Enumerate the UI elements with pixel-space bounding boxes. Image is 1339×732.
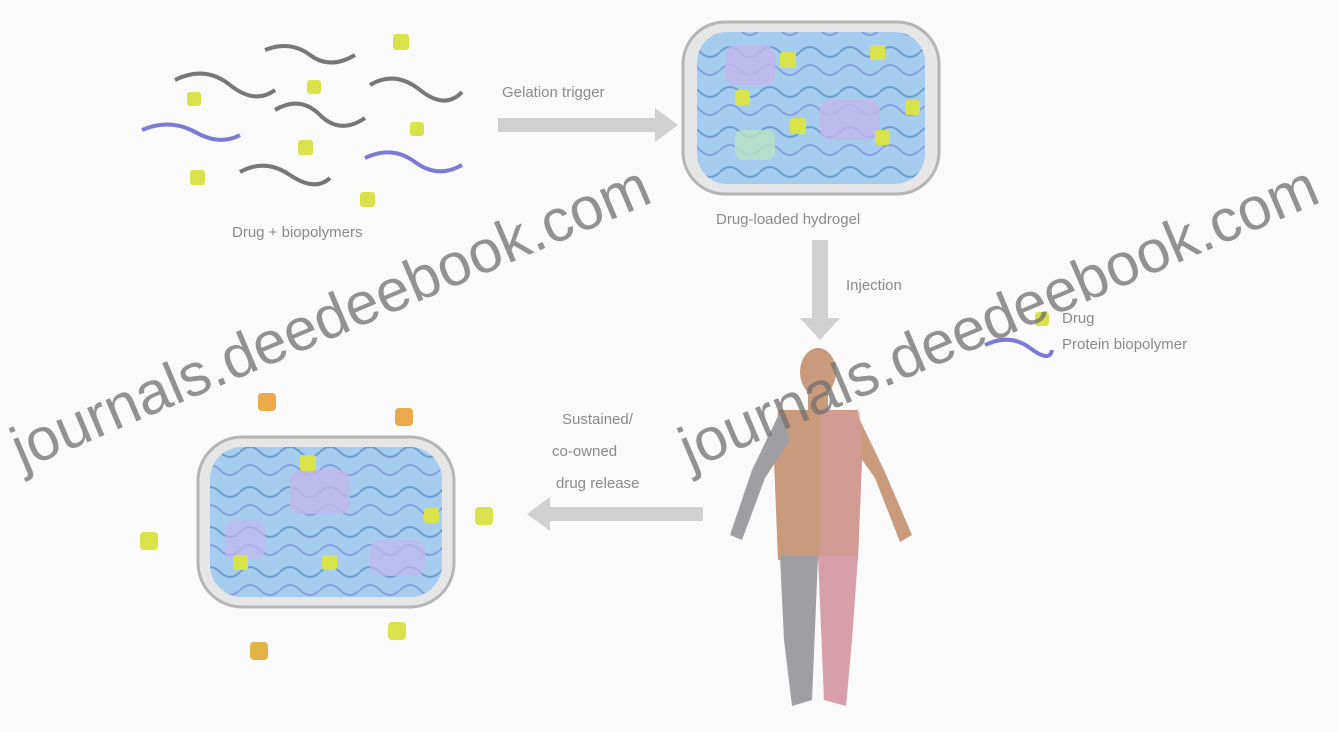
watermark-right: journals.deedeebook.com <box>667 152 1328 483</box>
released-drug-molecule <box>250 642 268 660</box>
watermark-left: journals.deedeebook.com <box>0 152 660 483</box>
drug-molecule <box>870 45 885 60</box>
drug-molecule <box>735 90 750 105</box>
release-arrow <box>527 497 703 531</box>
polymer-chain <box>275 104 365 126</box>
released-drug-molecule <box>395 408 413 426</box>
drug-molecule <box>322 555 337 570</box>
gelation-trigger-label: Gelation trigger <box>502 84 605 101</box>
release-label-line2: co-owned <box>552 443 617 460</box>
drug-molecule <box>905 100 920 115</box>
hydrogel-label: Drug-loaded hydrogel <box>716 211 860 228</box>
drug-molecule <box>307 80 321 94</box>
polymer-chain <box>240 166 330 185</box>
drug-molecule <box>790 118 806 134</box>
polymer-chain <box>370 79 462 101</box>
released-drug-molecule <box>140 532 158 550</box>
drug-molecule <box>393 34 409 50</box>
drug-molecule <box>187 92 201 106</box>
polymer-solution-label: Drug + biopolymers <box>232 224 362 241</box>
release-label-line3: drug release <box>556 475 639 492</box>
legend-polymer-label: Protein biopolymer <box>1062 336 1187 353</box>
drug-molecule <box>300 455 316 471</box>
drug-molecule <box>780 52 796 68</box>
drug-molecule <box>424 508 439 523</box>
injection-label: Injection <box>846 277 902 294</box>
release-label-line1: Sustained/ <box>562 411 634 428</box>
releasing-hydrogel <box>198 437 454 607</box>
drug-molecule <box>190 170 205 185</box>
polymer-chain-accent <box>365 152 462 171</box>
released-drug-molecule <box>258 393 276 411</box>
released-drug-molecule <box>475 507 493 525</box>
drug-molecule <box>875 130 890 145</box>
drug-loaded-hydrogel <box>683 22 939 194</box>
drug-molecule <box>410 122 424 136</box>
polymer-solution <box>142 34 462 207</box>
drug-molecule <box>233 555 248 570</box>
injection-arrow <box>800 240 840 340</box>
drug-molecule <box>360 192 375 207</box>
drug-molecule <box>298 140 313 155</box>
polymer-chain-accent <box>142 124 240 139</box>
released-drug-molecule <box>388 622 406 640</box>
gelation-arrow <box>498 108 678 142</box>
polymer-chain <box>265 46 355 63</box>
